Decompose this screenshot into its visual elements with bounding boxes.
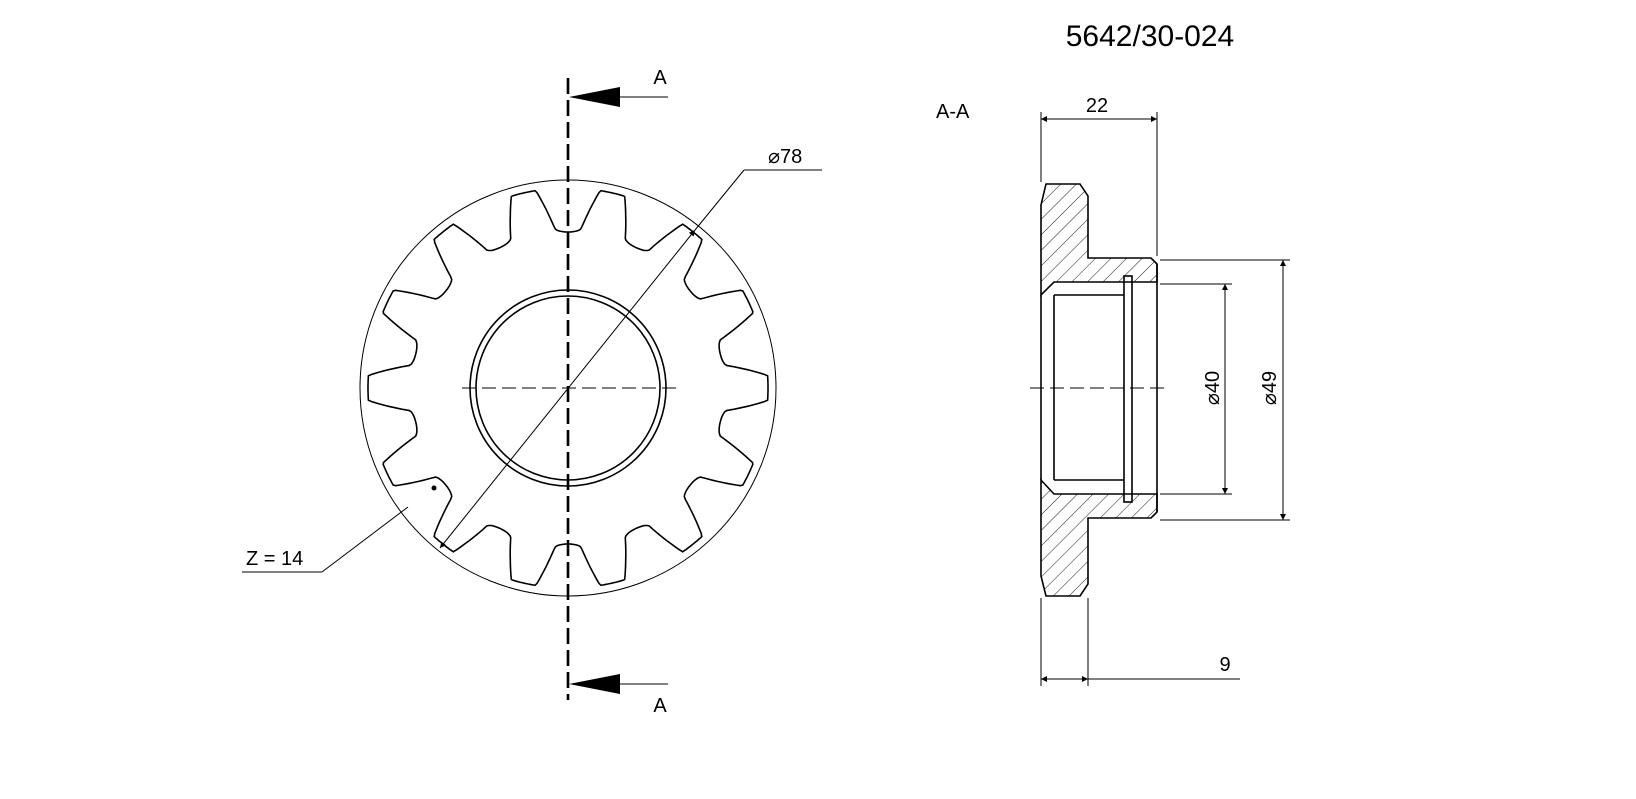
- section-view-label: A-A: [936, 101, 970, 123]
- part-number: 5642/30-024: [1066, 20, 1235, 53]
- teeth-count-label: Z = 14: [246, 548, 303, 570]
- outer-diameter-leader: [694, 169, 745, 231]
- teeth-leader: [321, 506, 409, 573]
- retaining-groove: [1123, 275, 1133, 503]
- section-view: A-A 22 9 ⌀40 ⌀49: [936, 95, 1290, 686]
- width-label: 22: [1086, 95, 1108, 117]
- hub-diameter-label: ⌀49: [1259, 371, 1281, 405]
- section-marker-top: A: [653, 67, 667, 89]
- section-arrowhead-top: [569, 87, 620, 107]
- flange-label: 9: [1219, 654, 1230, 676]
- section-arrowhead-bottom: [569, 674, 620, 694]
- sprocket-front-view: A A ⌀78 Z = 14: [242, 67, 822, 717]
- section-lower-half: [1040, 477, 1158, 597]
- outer-diameter-label: ⌀78: [768, 146, 802, 168]
- teeth-leader-dot: [431, 485, 437, 491]
- section-upper-half: [1040, 183, 1158, 297]
- outer-diameter-dimension-line: [439, 229, 696, 549]
- section-marker-bottom: A: [653, 695, 667, 717]
- bore-diameter-label: ⌀40: [1202, 371, 1224, 405]
